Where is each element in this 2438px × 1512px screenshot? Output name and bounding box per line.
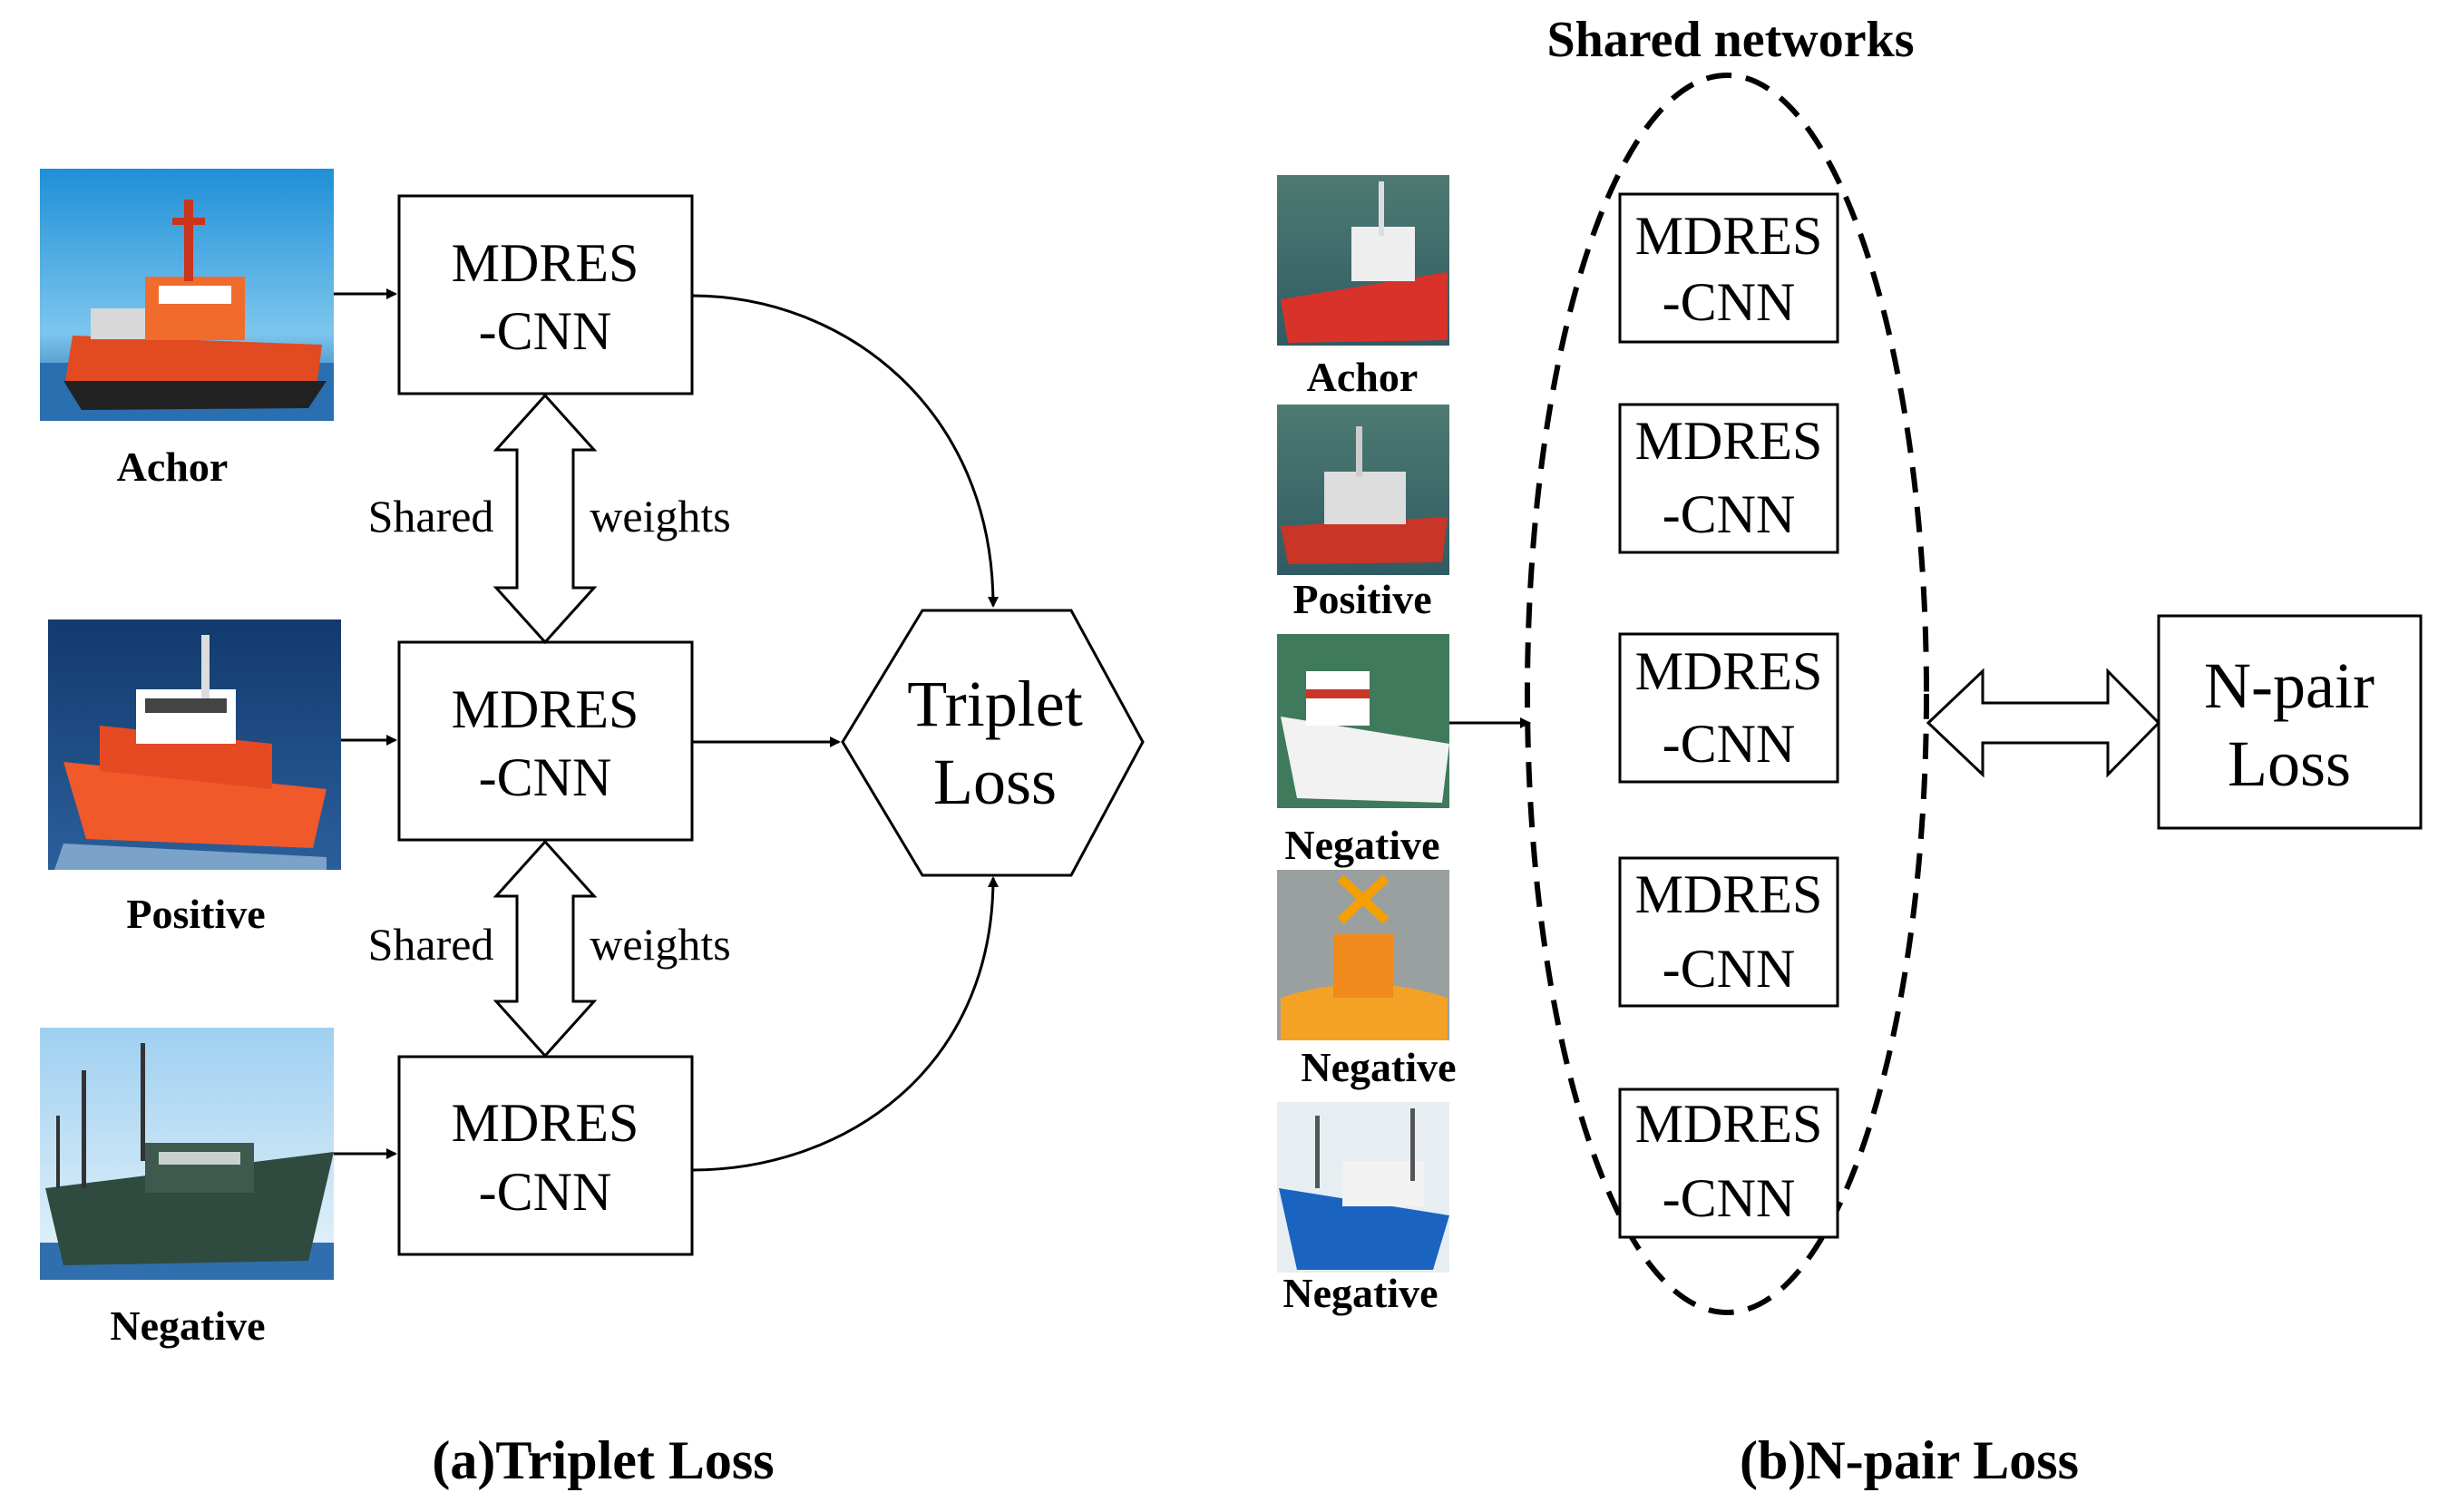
network-label-line1: MDRES	[452, 1093, 639, 1153]
tugboat-positive-photo	[1277, 405, 1449, 575]
network-label-line2: -CNN	[479, 747, 612, 807]
network-label-line2: -CNN	[479, 1162, 612, 1222]
shared-networks-header: Shared networks	[1546, 12, 1914, 68]
image-label: Negative	[110, 1302, 265, 1349]
network-label-line2: -CNN	[1663, 272, 1796, 332]
bidirectional-arrow	[1926, 668, 2161, 778]
tugboat-anchor-photo	[1277, 175, 1449, 346]
weights-label: weights	[590, 919, 731, 970]
network-box: MDRES -CNN	[1618, 856, 1839, 1008]
network-box: MDRES -CNN	[1618, 1088, 1839, 1239]
network-label-line1: MDRES	[1635, 206, 1823, 266]
npair-loss-node: N-pair Loss	[2157, 614, 2423, 830]
network-label-line2: -CNN	[1663, 939, 1796, 999]
network-box: MDRES -CNN	[397, 1055, 694, 1256]
loss-label-line2: Loss	[2228, 727, 2351, 800]
network-label-line1: MDRES	[452, 679, 639, 739]
network-box: MDRES -CNN	[397, 194, 694, 395]
network-box: MDRES -CNN	[1618, 403, 1839, 554]
curve-arrow-to-loss	[691, 294, 999, 608]
loss-label-line2: Loss	[933, 746, 1057, 818]
shared-label: Shared	[368, 491, 494, 541]
network-label-line1: MDRES	[1635, 864, 1823, 924]
image-label: Negative	[1301, 1044, 1456, 1090]
image-label: Negative	[1282, 1270, 1438, 1316]
network-label-line2: -CNN	[1663, 1168, 1796, 1228]
fishing-vessel-photo	[40, 1028, 334, 1280]
loss-label-line1: Triplet	[907, 668, 1082, 740]
triplet-loss-node: Triplet Loss	[841, 609, 1145, 877]
image-label: Positive	[126, 891, 265, 937]
shared-label: Shared	[368, 919, 494, 970]
network-label-line1: MDRES	[452, 233, 639, 293]
image-label: Achor	[117, 444, 229, 490]
patrol-boat-photo	[1277, 634, 1449, 808]
network-label-line2: -CNN	[1663, 714, 1796, 774]
network-label-line1: MDRES	[1635, 641, 1823, 701]
panel-caption: (a)Triplet Loss	[432, 1430, 774, 1490]
network-label-line1: MDRES	[1635, 1094, 1823, 1154]
tugboat-positive-photo	[48, 619, 341, 870]
loss-label-line1: N-pair	[2204, 649, 2375, 722]
network-label-line2: -CNN	[479, 301, 612, 361]
weights-label: weights	[590, 491, 731, 541]
tugboat-anchor-photo	[40, 169, 334, 421]
network-label-line1: MDRES	[1635, 411, 1823, 471]
shared-weights-double-arrow	[492, 839, 598, 1058]
image-label: Achor	[1307, 354, 1419, 400]
network-box: MDRES -CNN	[397, 640, 694, 842]
network-label-line2: -CNN	[1663, 484, 1796, 544]
network-box: MDRES -CNN	[1618, 632, 1839, 784]
blue-fishing-vessel-photo	[1277, 1102, 1449, 1273]
panel-b-npair-loss: Shared networks	[1277, 12, 2423, 1490]
buoy-photo	[1277, 870, 1449, 1040]
image-label: Negative	[1284, 822, 1439, 868]
shared-weights-double-arrow	[492, 393, 598, 645]
image-label: Positive	[1292, 576, 1431, 622]
panel-caption: (b)N-pair Loss	[1740, 1430, 2079, 1490]
network-box: MDRES -CNN	[1618, 192, 1839, 344]
panel-a-triplet-loss: Achor Positive Negative MDRES -CNN MDRES…	[40, 169, 1145, 1490]
curve-arrow-to-loss	[691, 876, 999, 1172]
shared-networks-ellipse	[1525, 73, 1929, 1315]
